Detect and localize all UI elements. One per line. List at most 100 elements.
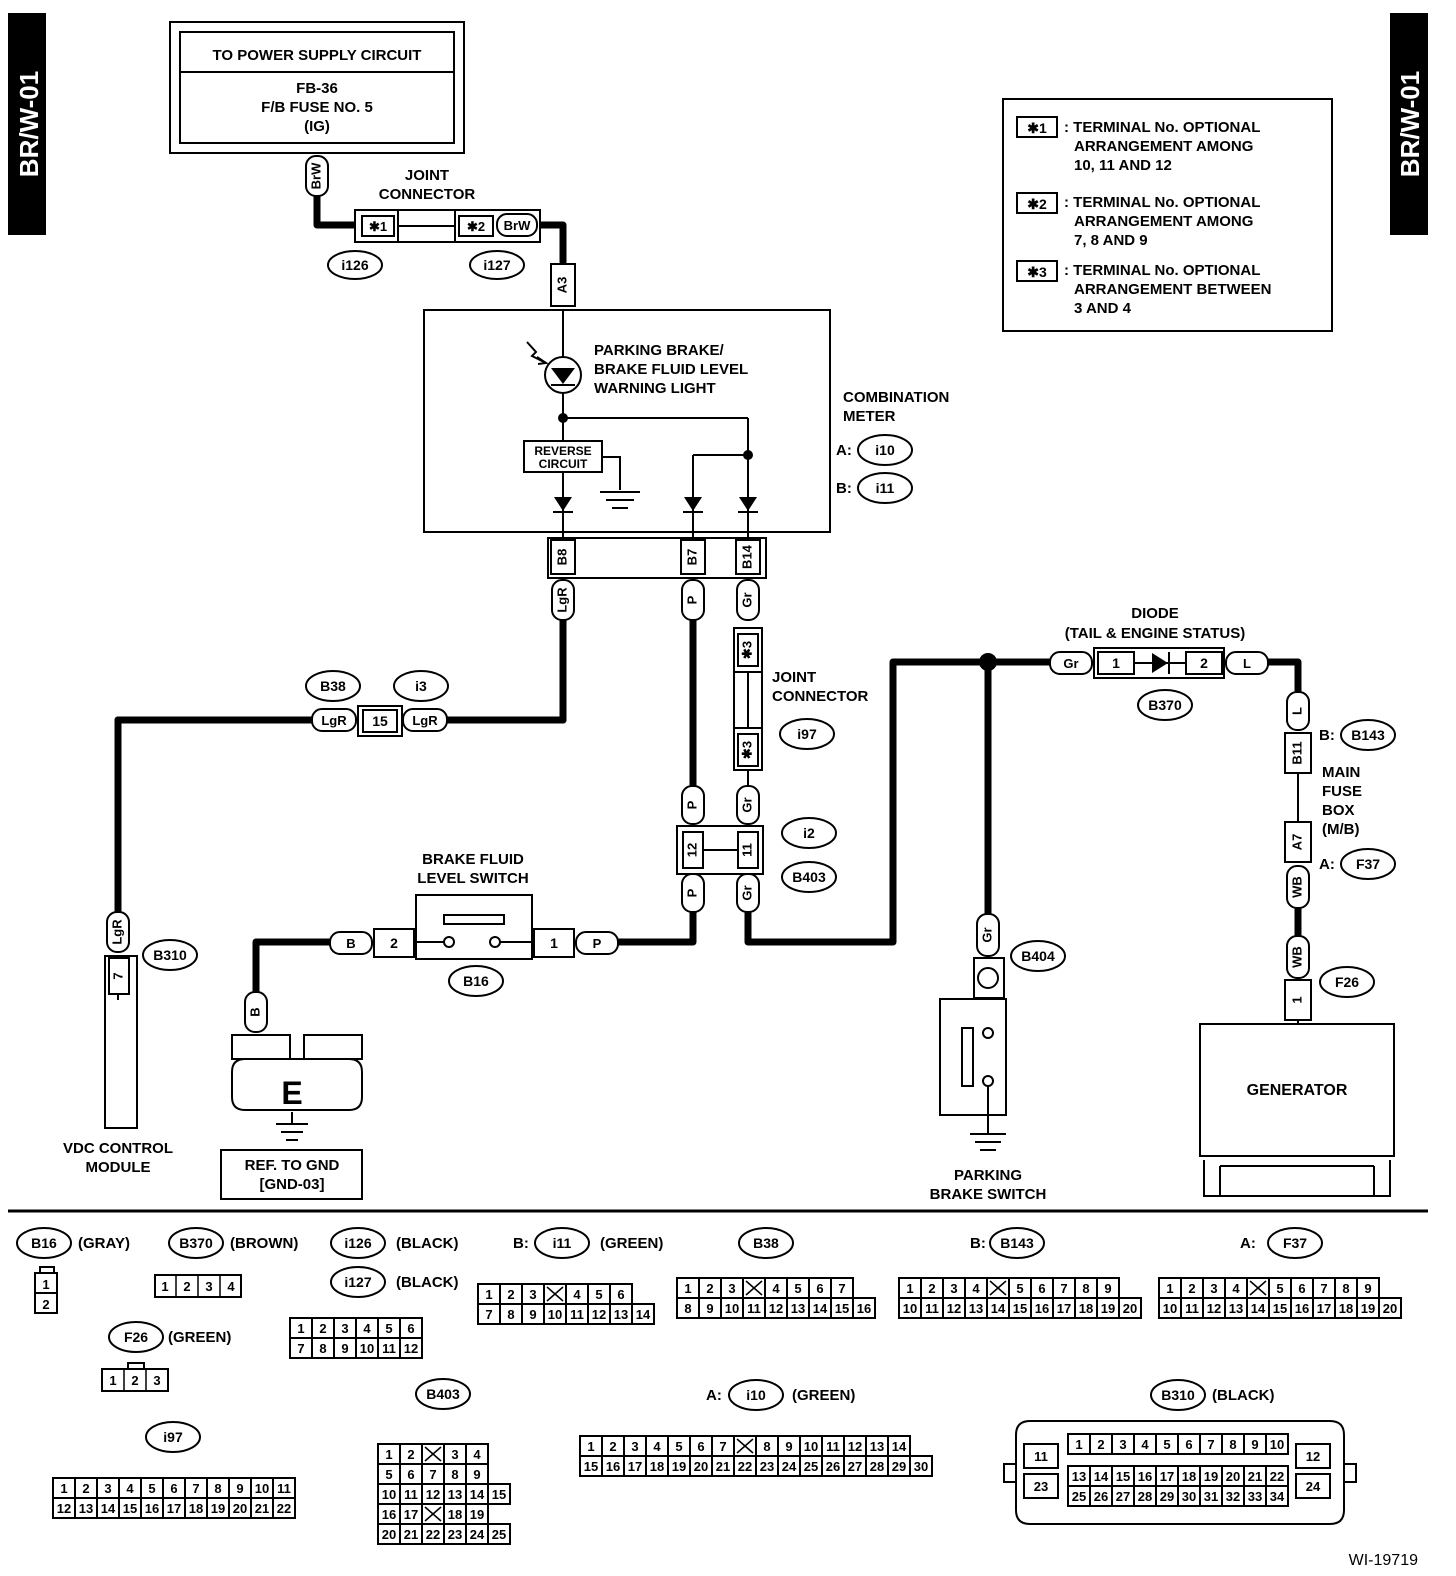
view-b370: B370 (BROWN) 1 2 3 4: [154, 1227, 298, 1298]
connector-i127-tag: i127: [469, 250, 525, 280]
svg-text:A:: A:: [1240, 1235, 1256, 1252]
b38-pin-label: 8: [684, 1301, 691, 1316]
svg-text:B16: B16: [31, 1235, 57, 1251]
svg-text:2: 2: [42, 1297, 49, 1312]
svg-text:4: 4: [227, 1279, 235, 1294]
b310-pin-label: 33: [1248, 1489, 1262, 1504]
fuse-number: F/B FUSE NO. 5: [261, 99, 373, 116]
f37-pin-label: 14: [1251, 1301, 1266, 1316]
i11-pin-label: 2: [507, 1287, 514, 1302]
b310-pin-label: 4: [1141, 1437, 1149, 1452]
svg-text:(M/B): (M/B): [1322, 821, 1360, 838]
diode-pin-1: 1: [1112, 655, 1120, 671]
svg-text:REF. TO GND: REF. TO GND: [245, 1157, 340, 1174]
b38-pin-label: 12: [769, 1301, 783, 1316]
view-f26: F26 (GREEN) 1 2 3: [101, 1321, 231, 1392]
b310-pin-label: 2: [1097, 1437, 1104, 1452]
b143-pin-label: 12: [947, 1301, 961, 1316]
b403-pin-label: 25: [492, 1527, 506, 1542]
view-b16: B16 (GRAY) 1 2: [16, 1227, 130, 1314]
svg-text:BRAKE FLUID: BRAKE FLUID: [422, 851, 524, 868]
i10-pin: [909, 1455, 933, 1477]
b310-pin-label: 31: [1204, 1489, 1218, 1504]
i10-pin-label: 28: [870, 1459, 884, 1474]
svg-text:BRAKE SWITCH: BRAKE SWITCH: [930, 1186, 1047, 1203]
i97-pin-label: 13: [79, 1501, 93, 1516]
legend-2-line-2: ARRANGEMENT AMONG: [1074, 213, 1253, 230]
b403-pin-label: 6: [407, 1467, 414, 1482]
b310-pin-label: 12: [1306, 1449, 1320, 1464]
i97-pin-label: 1: [60, 1481, 67, 1496]
f37-pin-label: 7: [1320, 1281, 1327, 1296]
svg-text:B370: B370: [179, 1235, 213, 1251]
svg-text:Gr: Gr: [739, 592, 754, 607]
i10-pin-label: 29: [892, 1459, 906, 1474]
pin-j1: ✱1: [369, 219, 387, 234]
i97-pin-label: 20: [233, 1501, 247, 1516]
f37-pin-label: 19: [1361, 1301, 1375, 1316]
pin-b8: B8: [554, 549, 569, 566]
svg-text:3: 3: [153, 1373, 160, 1388]
i11-pin-label: 9: [529, 1307, 536, 1322]
f37-pin-label: 8: [1342, 1281, 1349, 1296]
svg-text:BOX: BOX: [1322, 802, 1355, 819]
i10-pin-label: 25: [804, 1459, 818, 1474]
f37-pin-label: 17: [1317, 1301, 1331, 1316]
svg-text:REVERSE: REVERSE: [534, 444, 591, 458]
f37-pin-label: 9: [1364, 1281, 1371, 1296]
i10-pin-label: 9: [785, 1439, 792, 1454]
b403-pin: [487, 1483, 511, 1505]
i10-pin-label: 14: [892, 1439, 907, 1454]
b38-pin-label: 3: [728, 1281, 735, 1296]
b310-pin-label: 21: [1248, 1469, 1262, 1484]
fuse-circuit: (IG): [304, 118, 330, 135]
svg-text:(GREEN): (GREEN): [600, 1235, 663, 1252]
svg-text:(GREEN): (GREEN): [792, 1387, 855, 1404]
svg-text:PARKING: PARKING: [954, 1167, 1022, 1184]
b143-pin-label: 1: [906, 1281, 913, 1296]
b38-pin-label: 16: [857, 1301, 871, 1316]
i127-pin-label: 1: [297, 1321, 304, 1336]
svg-text:(GRAY): (GRAY): [78, 1235, 130, 1252]
b310-pin-label: 9: [1251, 1437, 1258, 1452]
pin-j3-top: ✱3: [739, 641, 754, 659]
b310-pin-label: 6: [1185, 1437, 1192, 1452]
svg-text:Gr: Gr: [979, 927, 994, 942]
connector-i126-tag: i126: [327, 250, 383, 280]
b143-pin-label: 14: [991, 1301, 1006, 1316]
i11-pin-label: 5: [595, 1287, 602, 1302]
b310-pin: [1265, 1485, 1289, 1507]
legend-1-line-2: ARRANGEMENT AMONG: [1074, 138, 1253, 155]
i10-pin-label: 12: [848, 1439, 862, 1454]
i97-pin-label: 7: [192, 1481, 199, 1496]
b403-pin-label: 17: [404, 1507, 418, 1522]
svg-text:(TAIL & ENGINE STATUS): (TAIL & ENGINE STATUS): [1065, 625, 1246, 642]
i10-pin-label: 21: [716, 1459, 730, 1474]
svg-text:B310: B310: [1161, 1387, 1195, 1403]
svg-text:CONNECTOR: CONNECTOR: [379, 186, 476, 203]
b143-pin-label: 20: [1123, 1301, 1137, 1316]
i10-pin-label: 22: [738, 1459, 752, 1474]
pin-b7: B7: [684, 549, 699, 566]
svg-text:A:: A:: [706, 1387, 722, 1404]
b310-pin-label: 17: [1160, 1469, 1174, 1484]
i10-pin-label: 5: [675, 1439, 682, 1454]
svg-text:(GREEN): (GREEN): [168, 1329, 231, 1346]
b38-pin-label: 2: [706, 1281, 713, 1296]
svg-text:1: 1: [161, 1279, 168, 1294]
fuse-block-id: FB-36: [296, 80, 338, 97]
f37-pin-label: 15: [1273, 1301, 1287, 1316]
i97-pin-label: 16: [145, 1501, 159, 1516]
ground-letter: E: [281, 1075, 302, 1111]
i97-pin-label: 19: [211, 1501, 225, 1516]
b310-pin-label: 34: [1270, 1489, 1285, 1504]
svg-text:MODULE: MODULE: [86, 1159, 151, 1176]
svg-text:L: L: [1243, 656, 1251, 671]
b310-pin: [1295, 1473, 1331, 1499]
i97-pin-label: 10: [255, 1481, 269, 1496]
i11-pin-label: 4: [573, 1287, 581, 1302]
gen-pin-1: 1: [1289, 996, 1304, 1003]
b143-pin-label: 15: [1013, 1301, 1027, 1316]
b310-pin-label: 29: [1160, 1489, 1174, 1504]
